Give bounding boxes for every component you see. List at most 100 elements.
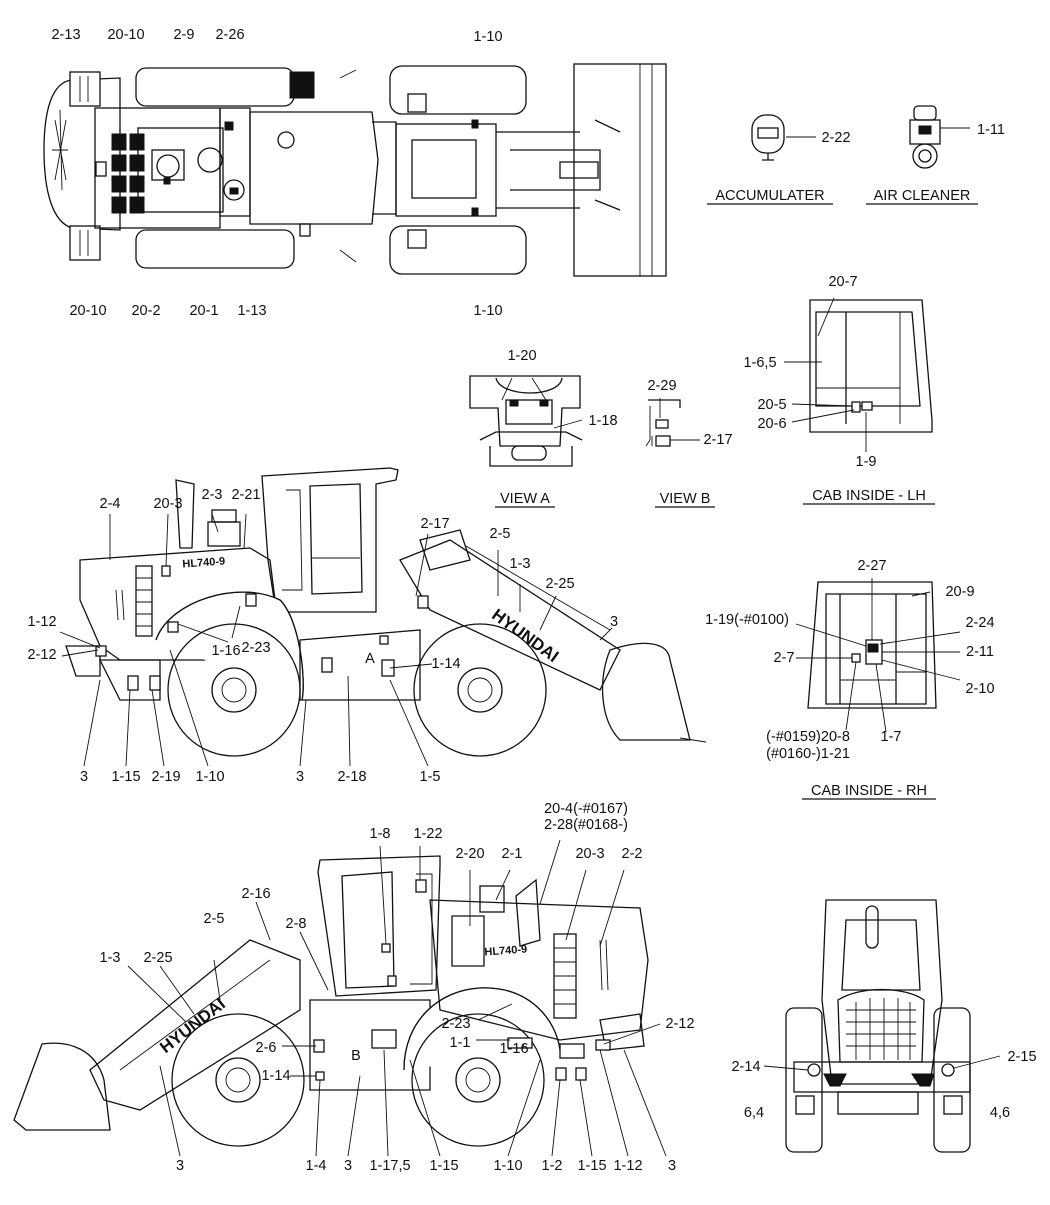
callout-label: 20-2 <box>131 303 160 319</box>
callout-label: 3 <box>176 1158 184 1174</box>
callout-label: 1-2 <box>542 1158 563 1174</box>
callout-label: 20-1 <box>189 303 218 319</box>
callout-label: 1-10 <box>493 1158 522 1174</box>
callout-label: 1-18 <box>588 413 617 429</box>
callout-label: 2-11 <box>966 644 994 660</box>
accumulater-title: ACCUMULATER <box>715 188 824 204</box>
callout-label: 1-12 <box>27 614 56 630</box>
callout-label: 20-10 <box>69 303 106 319</box>
callout-label: 2-6 <box>256 1040 277 1056</box>
air-cleaner-title: AIR CLEANER <box>874 188 971 204</box>
callout-label: 1-22 <box>413 826 442 842</box>
callout-label: 1-14 <box>261 1068 290 1084</box>
callout-label: 1-3 <box>100 950 121 966</box>
brand-decal: HYUNDAI <box>488 605 562 666</box>
callout-label: 3 <box>344 1158 352 1174</box>
callout-label: 2-15 <box>1007 1049 1036 1065</box>
callout-label: 4,6 <box>990 1105 1010 1121</box>
callout-label: 2-5 <box>490 526 511 542</box>
callout-label: 1-10 <box>195 769 224 785</box>
air-cleaner-view <box>909 105 970 169</box>
callout-label: 2-13 <box>51 27 80 43</box>
callout-label: 1-15 <box>577 1158 606 1174</box>
callout-label: 2-14 <box>731 1059 760 1075</box>
callout-label: 1-10 <box>473 29 502 45</box>
callout-label: 1-14 <box>431 656 460 672</box>
left-side-view <box>59 467 707 767</box>
callout-label: 2-17 <box>703 432 732 448</box>
callout-label: 20-3 <box>153 496 182 512</box>
callout-label: 2-22 <box>821 130 850 146</box>
callout-label: 1-15 <box>429 1158 458 1174</box>
callout-label: 2-2 <box>622 846 643 862</box>
callout-label: 2-5 <box>204 911 225 927</box>
callout-label: 3 <box>80 769 88 785</box>
callout-label: 1-20 <box>507 348 536 364</box>
callout-label: 1-13 <box>237 303 266 319</box>
callout-label: 6,4 <box>744 1105 764 1121</box>
callout-label: 2-9 <box>174 27 195 43</box>
callout-label: 3 <box>668 1158 676 1174</box>
callout-label: 2-12 <box>27 647 56 663</box>
callout-label: 2-27 <box>857 558 886 574</box>
callout-label: 1-4 <box>306 1158 327 1174</box>
callout-label: 1-8 <box>370 826 391 842</box>
top-view <box>43 63 667 277</box>
callout-label: 20-6 <box>757 416 786 432</box>
callout-label: 2-4 <box>100 496 121 512</box>
callout-label: 2-29 <box>647 378 676 394</box>
callout-label: (#0160-)1-21 <box>766 746 850 762</box>
right-side-view <box>13 839 667 1157</box>
callout-label: 1-15 <box>111 769 140 785</box>
callout-label: 2-12 <box>665 1016 694 1032</box>
rear-view <box>763 899 1001 1153</box>
cab-inside-lh-title: CAB INSIDE - LH <box>812 488 926 504</box>
callout-label: 2-3 <box>202 487 223 503</box>
view-a <box>469 375 583 467</box>
callout-label: 20-5 <box>757 397 786 413</box>
model-decal: HL740-9 <box>182 556 226 571</box>
callout-label: 1-10 <box>473 303 502 319</box>
cab-inside-rh-view <box>795 578 961 733</box>
callout-label: 2-10 <box>965 681 994 697</box>
callout-label: 2-28(#0168-) <box>544 817 628 833</box>
callout-label: 1-1 <box>450 1035 471 1051</box>
callout-label: 2-7 <box>774 650 795 666</box>
view-b <box>645 398 700 447</box>
callout-label: 2-26 <box>215 27 244 43</box>
callout-label: 20-7 <box>828 274 857 290</box>
cab-inside-rh-title: CAB INSIDE - RH <box>811 783 927 799</box>
cab-inside-lh-view <box>784 297 933 452</box>
view-a-marker: A <box>365 651 375 667</box>
callout-label: 3 <box>610 614 618 630</box>
callout-label: (-#0159)20-8 <box>766 729 850 745</box>
callout-label: 3 <box>296 769 304 785</box>
callout-label: 2-18 <box>337 769 366 785</box>
callout-label: 2-23 <box>241 640 270 656</box>
callout-label: 1-5 <box>420 769 441 785</box>
view-a-title: VIEW A <box>500 491 550 507</box>
callout-label: 1-17,5 <box>369 1158 410 1174</box>
callout-label: 20-3 <box>575 846 604 862</box>
callout-label: 2-25 <box>545 576 574 592</box>
view-b-marker: B <box>351 1048 361 1064</box>
callout-label: 2-25 <box>143 950 172 966</box>
callout-label: 1-16 <box>499 1041 528 1057</box>
model-decal: HL740-9 <box>484 944 528 959</box>
callout-label: 2-1 <box>502 846 523 862</box>
callout-label: 1-12 <box>613 1158 642 1174</box>
callout-label: 2-8 <box>286 916 307 932</box>
callout-label: 2-20 <box>455 846 484 862</box>
callout-label: 2-16 <box>241 886 270 902</box>
callout-label: 20-10 <box>107 27 144 43</box>
callout-label: 1-3 <box>510 556 531 572</box>
callout-label: 2-19 <box>151 769 180 785</box>
callout-label: 1-16 <box>211 643 240 659</box>
accumulater-view <box>751 114 816 161</box>
callout-label: 1-11 <box>977 122 1005 138</box>
callout-label: 1-6,5 <box>743 355 776 371</box>
callout-label: 2-21 <box>231 487 260 503</box>
callout-label: 1-9 <box>856 454 877 470</box>
callout-label: 20-4(-#0167) <box>544 801 628 817</box>
callout-label: 1-7 <box>881 729 902 745</box>
